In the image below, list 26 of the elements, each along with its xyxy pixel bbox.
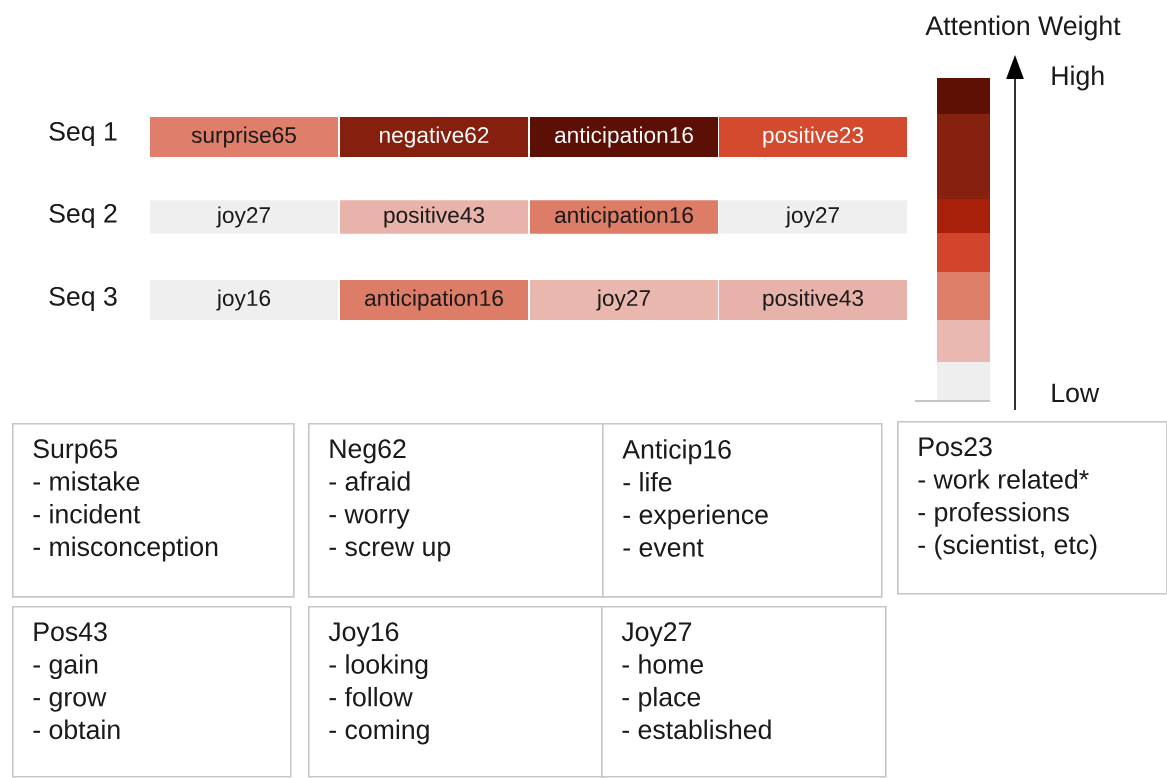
axis-title: Attention Weight: [925, 15, 1121, 41]
heatmap-cell: positive23: [719, 117, 907, 157]
heatmap-cell: anticipation16: [340, 280, 528, 320]
definition-card: Anticip16 - life - experience - event: [602, 423, 883, 598]
definition-card: Surp65 - mistake - incident - misconception: [12, 423, 295, 598]
heatmap-cell: anticipation16: [530, 117, 718, 157]
heatmap-cell: joy27: [719, 200, 907, 234]
definition-card: Pos43 - gain - grow - obtain: [12, 606, 292, 778]
row-label: Seq 2: [49, 203, 117, 229]
definition-card: Joy27 - home - place - established: [601, 606, 887, 778]
heatmap-cell: joy27: [530, 280, 718, 320]
definition-card: Neg62 - afraid - worry - screw up: [308, 423, 605, 598]
definition-card: Pos23 - work related* - professions - (scientist, etc): [897, 421, 1167, 595]
heatmap-cell: joy27: [150, 200, 338, 234]
heatmap-cell: anticipation16: [530, 200, 718, 234]
node-label: joy27: [596, 289, 650, 311]
row-label: Seq 3: [49, 286, 117, 312]
scale-label: High: [1052, 65, 1104, 91]
heatmap-cell: positive43: [340, 200, 528, 234]
heatmap-cell: surprise65: [150, 117, 338, 157]
heatmap-cell: joy16: [150, 280, 338, 320]
heatmap-cell: positive43: [719, 280, 907, 320]
node-label: positive43: [763, 289, 864, 311]
definition-card: Joy16 - looking - follow - coming: [308, 606, 605, 778]
row-label: Seq 1: [49, 121, 117, 147]
heatmap-cell: negative62: [340, 117, 528, 157]
